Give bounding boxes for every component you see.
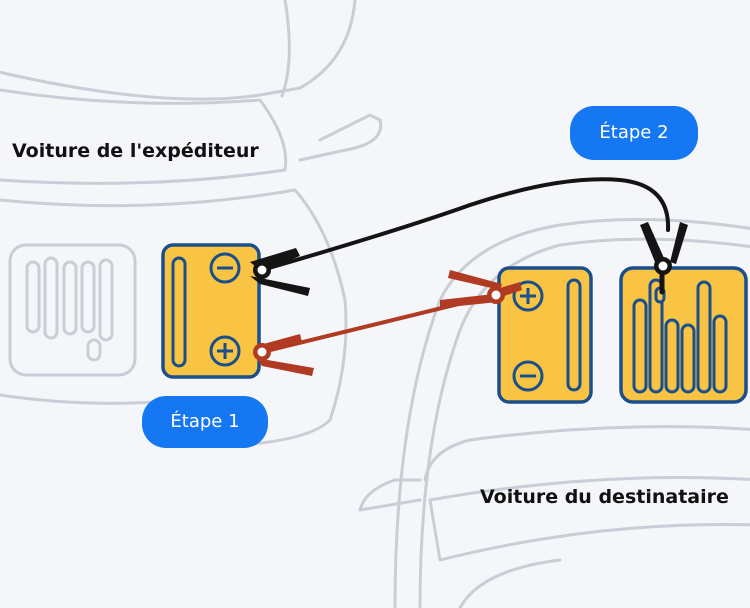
step-1-badge: Étape 1 [142,396,268,448]
receiver-car-label: Voiture du destinataire [480,486,729,508]
plus-terminal-icon [209,335,241,367]
sender-car-label: Voiture de l'expéditeur [12,140,259,162]
clamp-icon [640,222,688,295]
clamp-icon [250,248,310,296]
clamp-icon [440,270,522,308]
positive-cable [253,270,522,376]
receiver-engine-block [619,266,748,404]
receiver-battery [497,266,593,404]
minus-terminal-icon [209,252,241,284]
sender-car-outline [0,0,383,447]
negative-cable [250,177,688,296]
step-2-badge: Étape 2 [570,106,698,160]
sender-battery [161,243,261,379]
clamp-icon [253,334,314,376]
minus-terminal-icon [512,360,544,392]
